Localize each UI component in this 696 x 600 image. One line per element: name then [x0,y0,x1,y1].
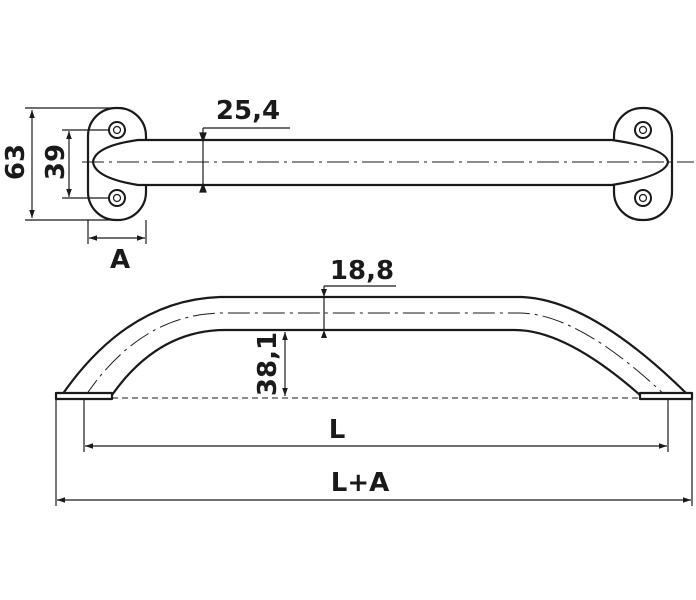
left-foot [54,391,114,401]
dim-label-25-4: 25,4 [216,96,280,126]
handle-inner-contour [110,328,642,397]
dim-label-38-1: 38,1 [253,332,283,396]
top-view: 63 39 A 25,4 [1,96,694,275]
handle-outer-contour [60,295,690,397]
dim-label-63: 63 [1,144,31,180]
dim-label-A: A [110,245,130,275]
right-mounting-holes [634,121,652,207]
dim-label-18-8: 18,8 [330,256,394,286]
side-view-centerline [83,312,669,399]
left-mounting-holes [108,121,126,207]
dim-label-L-plus-A: L+A [331,468,389,498]
dim-label-39: 39 [41,144,71,180]
dim-label-L: L [329,415,346,445]
side-view: 38,1 18,8 L L+A [54,256,694,506]
right-foot [638,391,694,401]
